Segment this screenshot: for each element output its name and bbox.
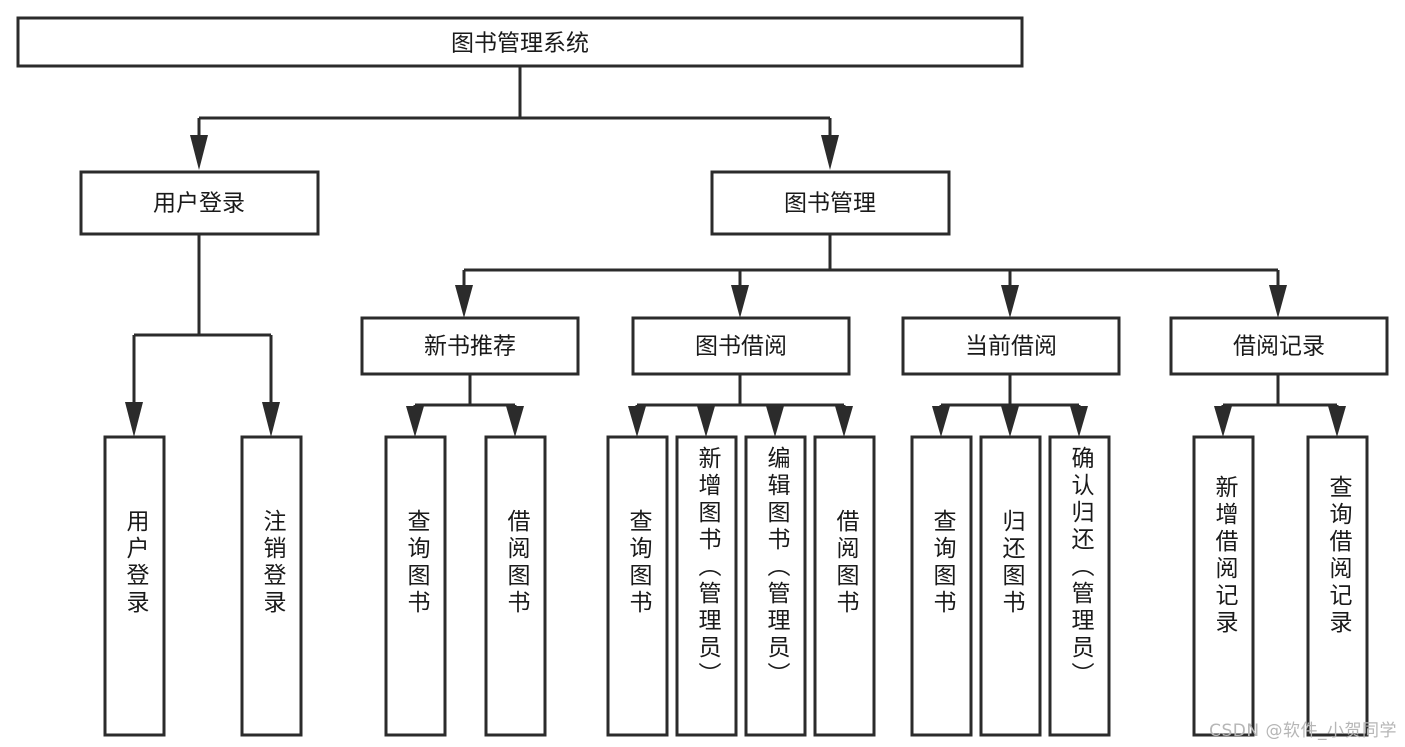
node-book-manage-label: 图书管理 — [784, 191, 876, 217]
arrow-head-current-borrow — [1001, 285, 1019, 318]
node-borrow-record[interactable]: 借阅记录 — [1169, 316, 1389, 376]
arrow-head-leaf-user-logout — [262, 402, 280, 437]
node-borrow-record-rect[interactable] — [1169, 316, 1389, 376]
node-new-book-recommend[interactable]: 新书推荐 — [360, 316, 580, 376]
node-root[interactable]: 图书管理系统 — [16, 16, 1024, 68]
node-book-manage-rect[interactable] — [710, 170, 951, 236]
arrow-head-leaf-return-book — [1001, 406, 1019, 437]
connector-group-user-login — [125, 234, 280, 437]
connector-group-book-manage — [455, 234, 1287, 318]
arrow-head-book-borrow — [731, 285, 749, 318]
arrow-head-leaf-query-book-1 — [406, 406, 424, 437]
node-borrow-record-label: 借阅记录 — [1233, 334, 1325, 360]
connector-group-book-borrow — [628, 374, 853, 437]
node-book-manage[interactable]: 图书管理 — [710, 170, 951, 236]
arrow-head-leaf-add-record — [1214, 406, 1232, 437]
node-root-label: 图书管理系统 — [451, 31, 589, 57]
node-leaf-query-book-1[interactable] — [384, 435, 447, 737]
connector-group-current-borrow — [932, 374, 1088, 437]
arrow-head-user-login — [190, 135, 208, 170]
node-leaf-query-record[interactable] — [1306, 435, 1369, 737]
node-book-borrow-label: 图书借阅 — [695, 334, 787, 360]
arrow-head-leaf-add-book — [697, 406, 715, 437]
node-book-borrow-rect[interactable] — [631, 316, 851, 376]
arrow-head-book-manage — [821, 135, 839, 170]
arrow-head-leaf-borrow-book-2 — [835, 406, 853, 437]
node-leaf-borrow-book-1[interactable] — [484, 435, 547, 737]
connector-group-root — [190, 66, 839, 170]
node-new-book-recommend-rect[interactable] — [360, 316, 580, 376]
node-user-login-label: 用户登录 — [153, 191, 245, 217]
node-current-borrow[interactable]: 当前借阅 — [901, 316, 1121, 376]
arrow-head-borrow-record — [1269, 285, 1287, 318]
watermark-text: CSDN @软件_小贺同学 — [1209, 721, 1397, 741]
node-root-rect[interactable] — [16, 16, 1024, 68]
node-current-borrow-label: 当前借阅 — [965, 334, 1057, 360]
arrow-head-leaf-query-record — [1328, 406, 1346, 437]
node-leaf-borrow-book-2[interactable] — [813, 435, 876, 737]
connector-group-borrow-record — [1214, 374, 1346, 437]
arrow-head-new-book-recommend — [455, 285, 473, 318]
node-current-borrow-rect[interactable] — [901, 316, 1121, 376]
node-leaf-add-book[interactable] — [675, 435, 738, 737]
node-leaf-add-record[interactable] — [1192, 435, 1255, 737]
node-leaf-user-logout[interactable] — [240, 435, 303, 737]
node-leaf-confirm-return[interactable] — [1048, 435, 1111, 737]
arrow-head-leaf-user-login — [125, 402, 143, 437]
node-leaf-query-book-3[interactable] — [910, 435, 973, 737]
node-leaf-user-login[interactable] — [103, 435, 166, 737]
node-leaf-query-book-2[interactable] — [606, 435, 669, 737]
connector-group-new-book-recommend — [406, 374, 524, 437]
arrow-head-leaf-borrow-book-1 — [506, 406, 524, 437]
node-leaf-edit-book[interactable] — [744, 435, 807, 737]
arrow-head-leaf-edit-book — [766, 406, 784, 437]
node-new-book-recommend-label: 新书推荐 — [424, 334, 516, 360]
arrow-head-leaf-query-book-2 — [628, 406, 646, 437]
arrow-head-leaf-query-book-3 — [932, 406, 950, 437]
node-leaf-return-book[interactable] — [979, 435, 1042, 737]
node-user-login[interactable]: 用户登录 — [79, 170, 320, 236]
node-book-borrow[interactable]: 图书借阅 — [631, 316, 851, 376]
arrow-head-leaf-confirm-return — [1070, 406, 1088, 437]
node-user-login-rect[interactable] — [79, 170, 320, 236]
